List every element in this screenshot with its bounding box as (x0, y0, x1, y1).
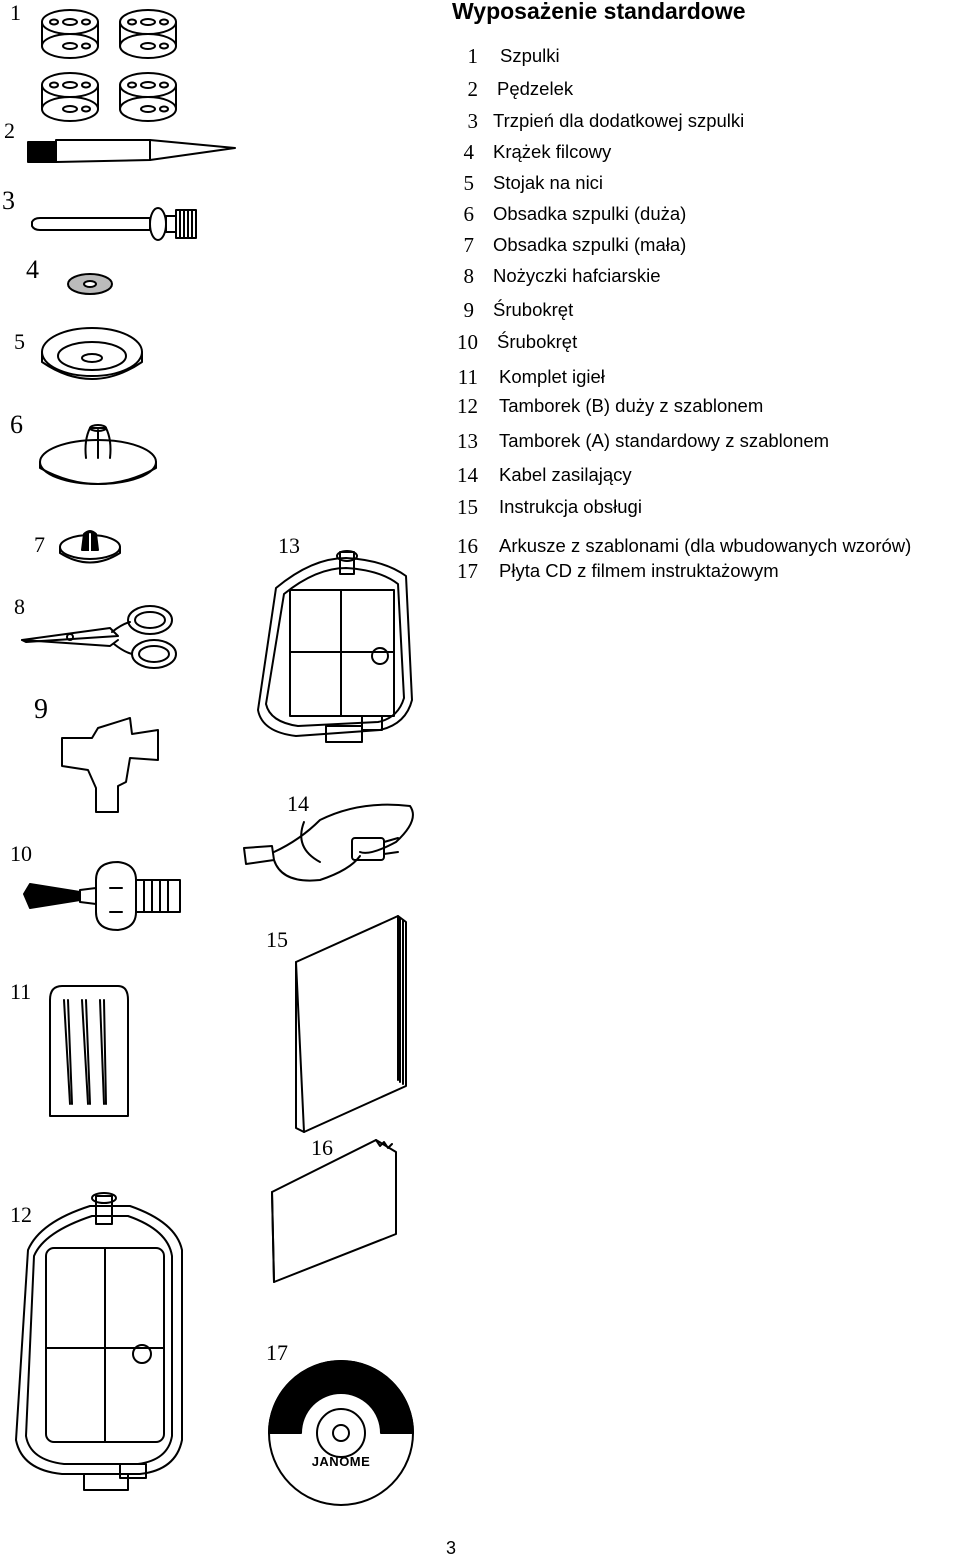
scissors-icon (21, 605, 177, 669)
figure-label: 11 (10, 979, 32, 1004)
list-item-number: 11 (457, 365, 478, 389)
list-item-number: 2 (467, 77, 479, 101)
list-item-label: Kabel zasilający (499, 464, 632, 485)
brush-icon (27, 139, 236, 163)
large-hoop-icon (15, 1192, 183, 1491)
manual-book-icon (295, 915, 407, 1133)
list-item-label: Krążek filcowy (493, 141, 612, 162)
figure-label: 12 (10, 1202, 32, 1227)
figure-label: 6 (10, 410, 23, 439)
page-title: Wyposażenie standardowe (452, 0, 746, 24)
list-item-number: 3 (467, 109, 479, 133)
figure-label: 2 (4, 118, 15, 143)
list-item-label: Instrukcja obsługi (499, 496, 642, 517)
large-spool-holder-icon (39, 424, 157, 485)
standard-hoop-icon (257, 550, 413, 743)
figure-label: 8 (14, 594, 25, 619)
figure-label: 3 (2, 186, 15, 215)
list-item-number: 7 (463, 233, 475, 257)
figure-label: 5 (14, 329, 25, 354)
bobbin-icon (41, 9, 177, 122)
figure-label: 9 (34, 694, 48, 725)
cd-icon (268, 1360, 414, 1506)
figure-label: 16 (311, 1135, 333, 1160)
figure-label: 15 (266, 927, 288, 952)
list-item-label: Trzpień dla dodatkowej szpulki (493, 110, 745, 131)
list-item-label: Śrubokręt (493, 299, 574, 320)
page-number: 3 (446, 1538, 457, 1558)
figure-label: 1 (10, 0, 21, 25)
list-item-label: Śrubokręt (497, 331, 578, 352)
list-item-number: 13 (457, 429, 478, 453)
list-item-number: 1 (467, 44, 479, 68)
spool-stand-icon (41, 327, 143, 380)
figure-label: 10 (10, 841, 32, 866)
list-item-label: Komplet igieł (499, 366, 605, 387)
list-item-number: 15 (457, 495, 478, 519)
list-item-label: Nożyczki hafciarskie (493, 265, 661, 286)
list-item-number: 12 (457, 394, 478, 418)
list-item-label: Pędzelek (497, 78, 574, 99)
list-item-label: Płyta CD z filmem instruktażowym (499, 560, 779, 581)
list-item-number: 16 (457, 534, 478, 558)
needle-pack-icon (49, 985, 129, 1117)
template-sheets-icon (271, 1139, 397, 1283)
list-item-label: Stojak na nici (493, 172, 604, 193)
felt-pad-icon (67, 273, 113, 295)
list-item-number: 6 (463, 202, 475, 226)
small-spool-holder-icon (59, 530, 121, 564)
list-item-label: Arkusze z szablonami (dla wbudowanych wz… (499, 535, 912, 556)
list-item-number: 17 (457, 559, 478, 583)
list-item-number: 4 (463, 140, 475, 164)
screwdriver-icon (23, 861, 181, 931)
figure-label: 17 (266, 1340, 288, 1365)
list-item-number: 14 (457, 463, 478, 487)
power-cord-icon (243, 803, 414, 882)
figure-label: 4 (26, 255, 39, 284)
list-item-number: 10 (457, 330, 478, 354)
cd-brand-label: JANOME (311, 1454, 371, 1469)
list-item-label: Tamborek (A) standardowy z szablonem (499, 430, 830, 451)
multi-screwdriver-icon (61, 717, 159, 813)
list-item-label: Obsadka szpulki (mała) (493, 234, 687, 255)
spool-pin-icon (31, 207, 197, 241)
list-item-label: Obsadka szpulki (duża) (493, 203, 687, 224)
list-item-number: 9 (463, 298, 475, 322)
figure-label: 14 (287, 791, 309, 816)
list-item-label: Szpulki (500, 45, 560, 66)
list-item-number: 5 (463, 171, 475, 195)
list-item-number: 8 (463, 264, 475, 288)
figure-label: 13 (278, 533, 300, 558)
figure-label: 7 (34, 532, 45, 557)
list-item-label: Tamborek (B) duży z szablonem (499, 395, 764, 416)
